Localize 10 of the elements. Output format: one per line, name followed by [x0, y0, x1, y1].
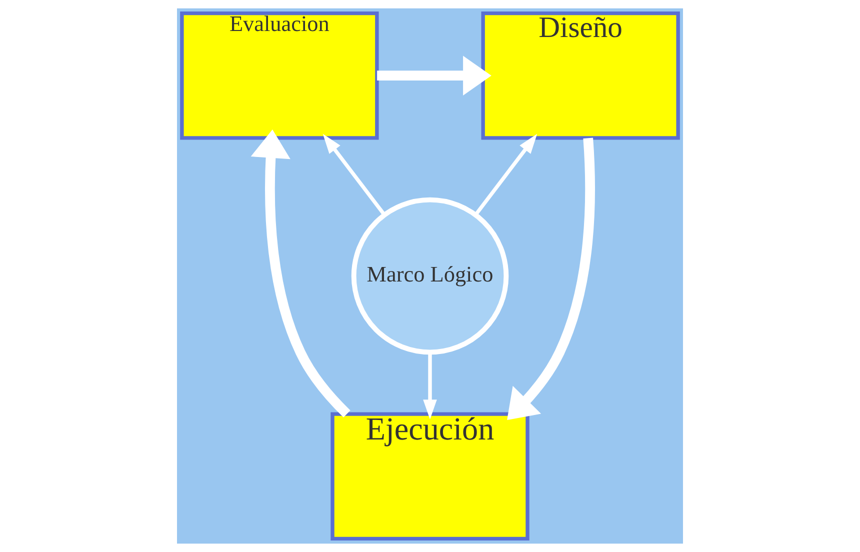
- arrow: [474, 134, 538, 216]
- arrow: [250, 130, 350, 418]
- arrow: [423, 352, 437, 420]
- node-circle: Marco Lógico: [351, 197, 509, 355]
- arrow: [322, 134, 386, 216]
- node-box: Diseño: [481, 11, 680, 140]
- arrow: [507, 138, 595, 420]
- node-box: Ejecución: [330, 412, 530, 541]
- node-box: Evaluacion: [180, 11, 379, 140]
- arrow: [377, 56, 492, 96]
